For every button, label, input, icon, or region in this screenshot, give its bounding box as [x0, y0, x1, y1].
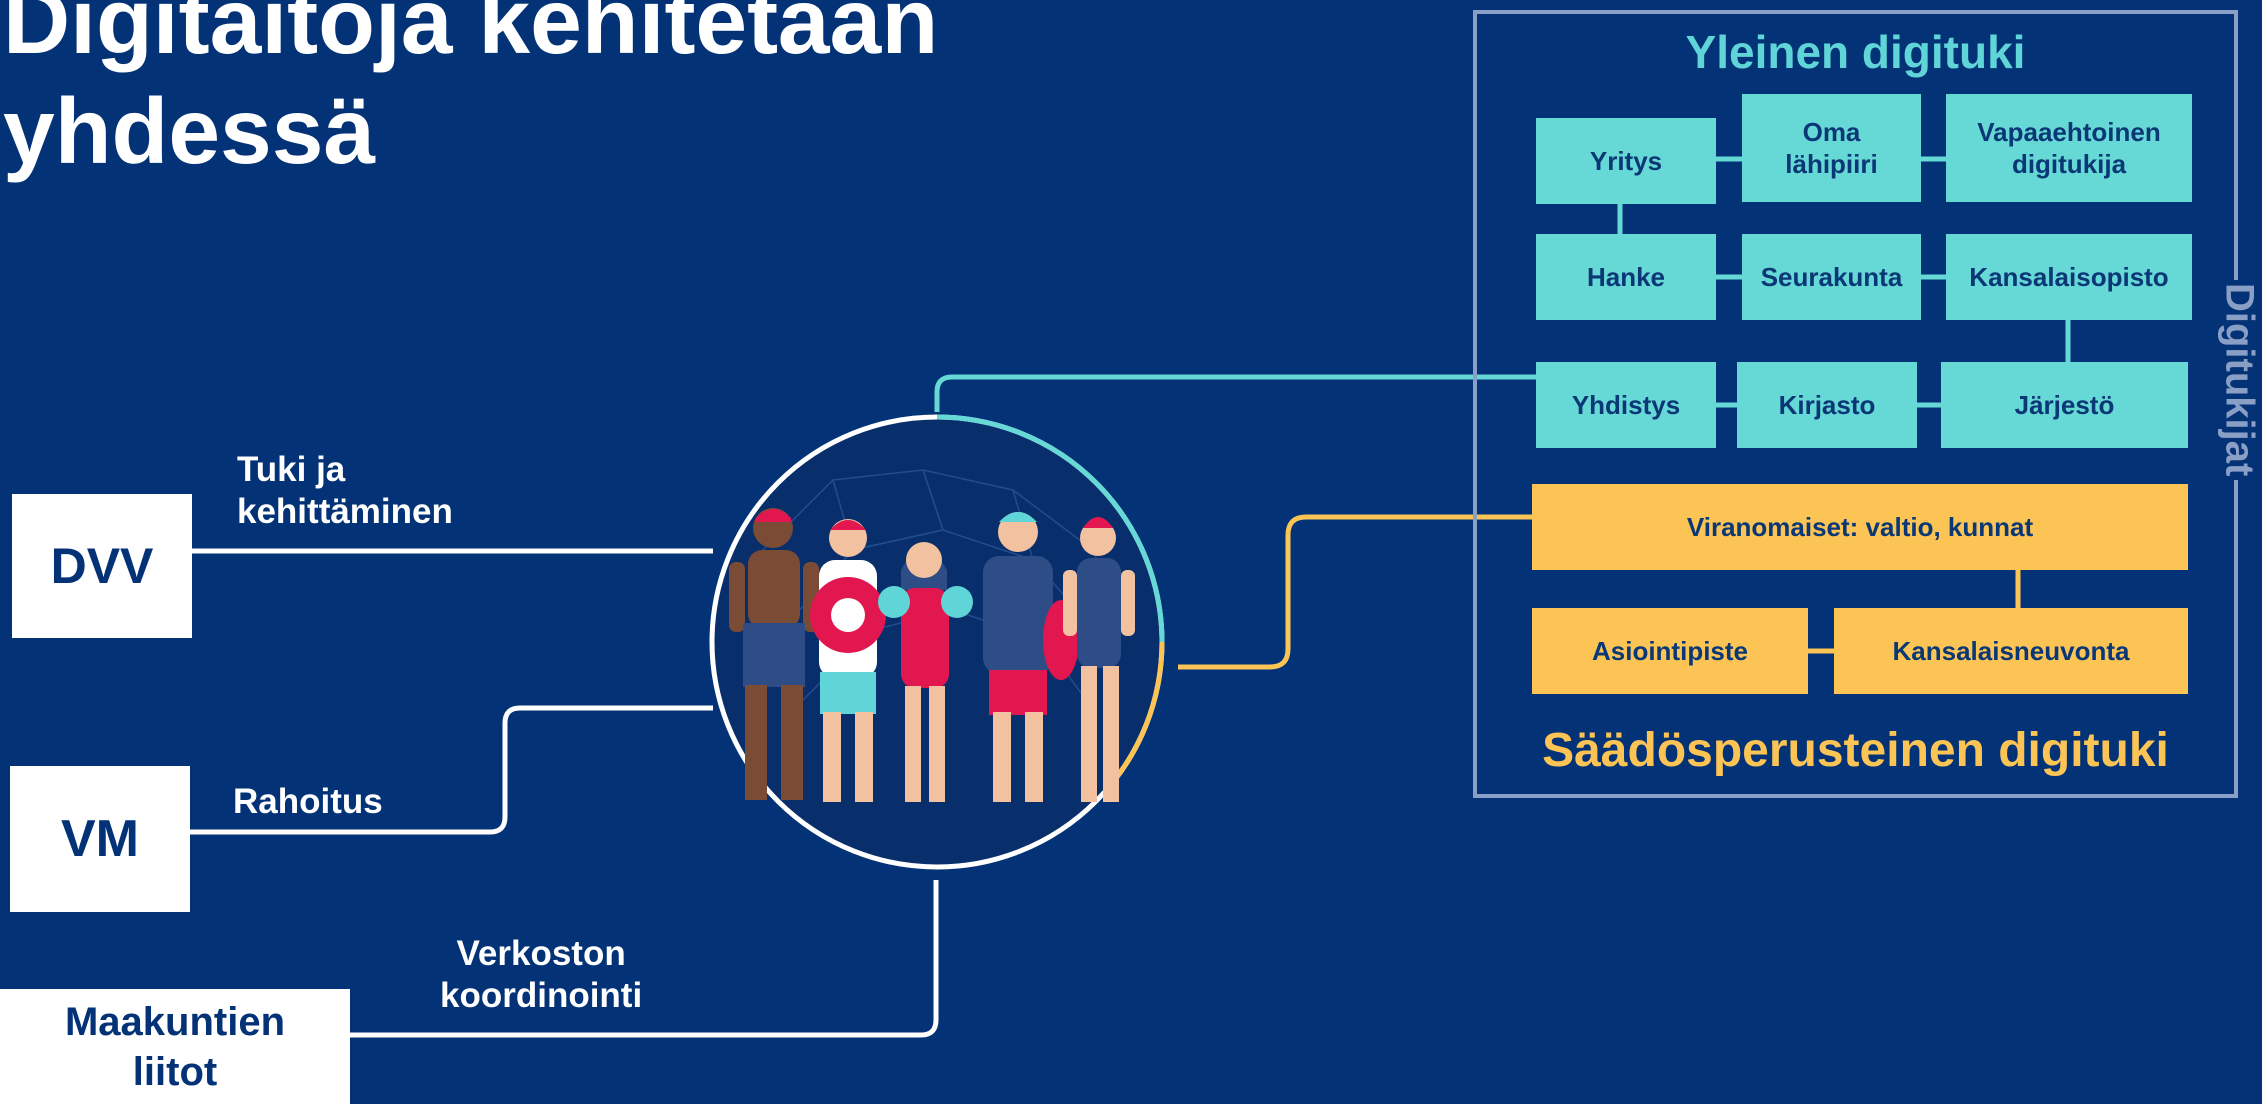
maakuntien-connection-line2: koordinointi	[440, 976, 643, 1015]
vm-connection-label: Rahoitus	[233, 782, 383, 821]
digitukijat-label: Digitukijat	[2214, 280, 2262, 480]
statutory-support-heading: Säädösperusteinen digituki	[1542, 724, 2169, 777]
dvv-connection-line2: kehittäminen	[237, 492, 453, 531]
statutory-item-label: Viranomaiset: valtio, kunnat	[1686, 511, 2034, 542]
connector-general	[934, 374, 1540, 412]
connector-maakuntien	[350, 880, 939, 1038]
general-item-label: Seurakunta	[1760, 262, 1903, 292]
general-item-oma-lahipiiri: Oma lähipiiri	[1742, 94, 1921, 202]
figure-1	[729, 508, 819, 800]
dvv-connection-label: Tuki ja kehittäminen	[237, 449, 453, 533]
vm-box: VM	[10, 766, 190, 912]
statutory-item-kansalaisneuvonta: Kansalaisneuvonta	[1834, 608, 2188, 694]
figure-5	[1063, 517, 1135, 802]
vm-label: VM	[61, 810, 139, 868]
general-item-label: Yritys	[1589, 146, 1663, 176]
statutory-item-label: Kansalaisneuvonta	[1892, 635, 2130, 666]
title-line-1: Digitaitoja kehitetään	[3, 0, 939, 73]
general-item-kirjasto: Kirjasto	[1737, 362, 1917, 448]
statutory-item-asiointipiste: Asiointipiste	[1532, 608, 1808, 694]
general-item-kansalaisopisto: Kansalaisopisto	[1946, 234, 2192, 320]
general-item-label: Yhdistys	[1571, 390, 1681, 420]
general-item-jarjesto: Järjestö	[1941, 362, 2188, 448]
people-illustration	[709, 414, 1165, 870]
general-item-seurakunta: Seurakunta	[1742, 234, 1921, 320]
general-item-vapaaehtoinen: Vapaaehtoinen digitukija	[1946, 94, 2192, 202]
connector-vm	[190, 705, 713, 835]
maakuntien-label-line1: Maakuntien	[64, 999, 286, 1044]
general-item-label: Kansalaisopisto	[1969, 262, 2169, 292]
general-support-heading: Yleinen digituki	[1685, 26, 2026, 78]
general-item-label: Vapaaehtoinen	[1977, 117, 2161, 147]
figure-3	[878, 542, 973, 802]
maakuntien-liitot-box: Maakuntien liitot	[0, 989, 350, 1104]
general-item-label: lähipiiri	[1785, 149, 1878, 179]
connector-statutory	[1178, 514, 1535, 670]
dvv-label: DVV	[50, 538, 154, 594]
general-item-yhdistys: Yhdistys	[1536, 362, 1716, 448]
figure-4	[983, 512, 1079, 802]
general-item-label: Oma	[1802, 117, 1861, 147]
general-item-yritys: Yritys	[1536, 118, 1716, 204]
statutory-item-label: Asiointipiste	[1591, 635, 1748, 666]
general-item-label: Hanke	[1586, 262, 1666, 292]
dvv-connection-line1: Tuki ja	[237, 450, 346, 489]
figure-2	[810, 519, 886, 802]
general-item-hanke: Hanke	[1536, 234, 1716, 320]
general-item-label: digitukija	[2011, 149, 2127, 179]
title-line-2: yhdessä	[3, 79, 376, 183]
maakuntien-connection-label: Verkoston koordinointi	[440, 933, 642, 1017]
dvv-box: DVV	[12, 494, 192, 638]
maakuntien-connection-line1: Verkoston	[456, 934, 626, 973]
general-item-label: Kirjasto	[1778, 390, 1876, 420]
page-title: Digitaitoja kehitetään yhdessä	[3, 0, 938, 186]
general-item-label: Järjestö	[2014, 390, 2115, 420]
statutory-item-viranomaiset: Viranomaiset: valtio, kunnat	[1532, 484, 2188, 570]
maakuntien-label-line2: liitot	[132, 1049, 218, 1094]
